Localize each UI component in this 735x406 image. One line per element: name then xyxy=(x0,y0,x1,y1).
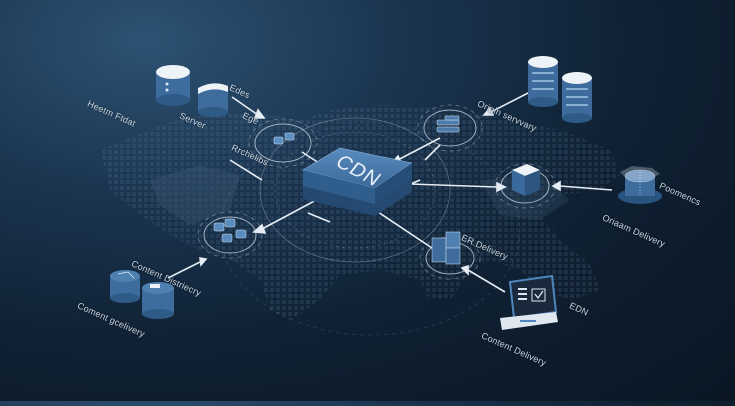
er-delivery-stack[interactable] xyxy=(419,231,481,280)
content-storage-pair[interactable] xyxy=(110,270,174,319)
server-icon xyxy=(156,65,190,106)
edge-server-pair[interactable] xyxy=(156,65,228,117)
origin-db-pair[interactable] xyxy=(528,56,592,123)
cube-cluster-icon xyxy=(213,218,247,243)
edge-node-upper-left[interactable] xyxy=(248,118,318,168)
cube-node-icon xyxy=(273,136,284,145)
regional-server-right[interactable] xyxy=(494,163,556,209)
rack-icon xyxy=(436,115,460,133)
server-block-icon xyxy=(512,164,540,196)
hub-orbit-rings xyxy=(219,117,521,336)
drum-server-icon xyxy=(618,166,662,204)
origin-rack-node[interactable] xyxy=(417,104,483,152)
cdn-hub[interactable] xyxy=(302,147,413,216)
storage-icon xyxy=(110,270,140,303)
distribution-cluster[interactable] xyxy=(197,211,263,259)
client-laptop[interactable] xyxy=(500,274,558,330)
database-icon xyxy=(562,72,592,123)
storage-icon xyxy=(142,282,174,319)
laptop-icon xyxy=(500,274,558,330)
origin-delivery-device[interactable] xyxy=(618,166,662,204)
server-icon xyxy=(198,83,228,117)
server-stack-icon xyxy=(431,231,461,265)
database-icon xyxy=(528,56,558,107)
